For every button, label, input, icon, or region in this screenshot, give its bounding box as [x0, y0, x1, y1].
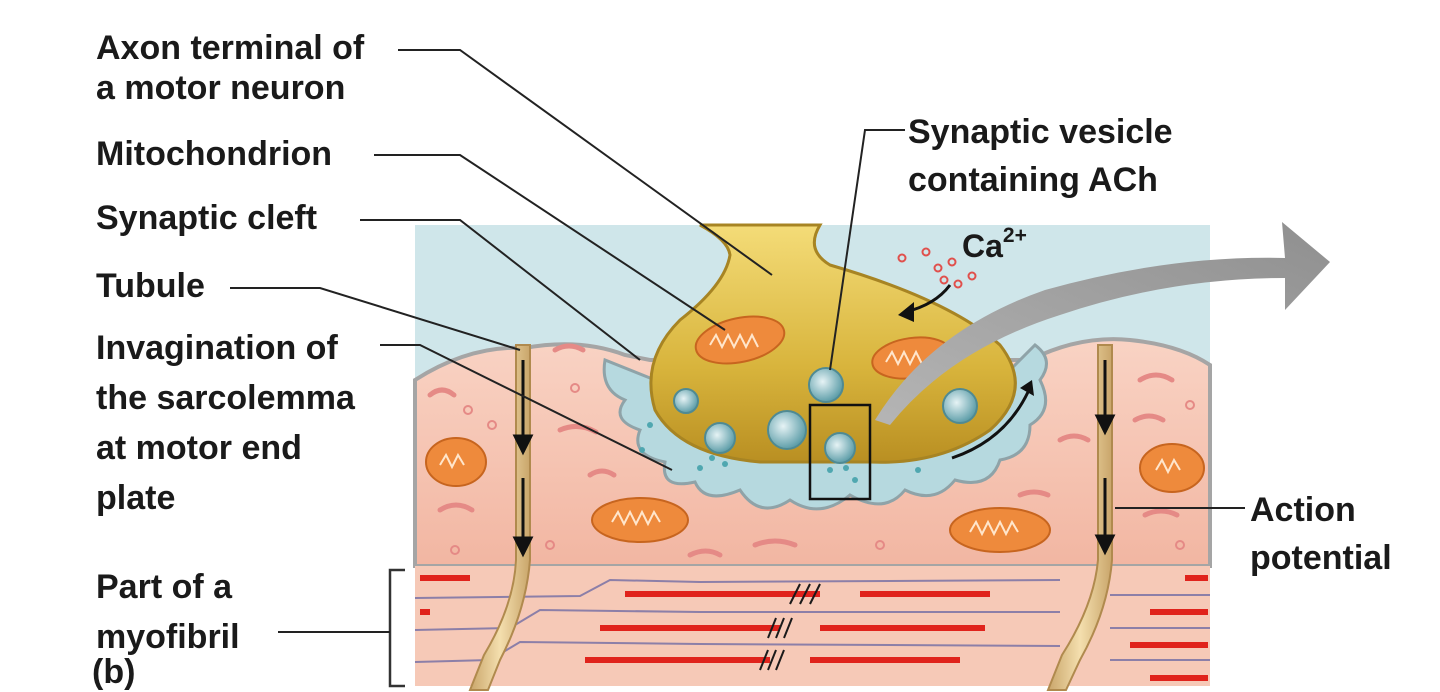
myofibril-bracket	[388, 568, 405, 688]
t-tubule-right	[1046, 344, 1113, 691]
label-mitochondrion: Mitochondrion	[96, 135, 333, 173]
label-synaptic-vesicle-line2: containing ACh	[908, 161, 1158, 199]
label-action-potential: Action potential	[1250, 486, 1392, 582]
action-potential-arrows	[512, 360, 1116, 558]
t-tubule-left	[468, 344, 531, 691]
sarcoplasm-granules	[450, 383, 1195, 555]
label-axon-terminal: Axon terminal of a motor neuron	[96, 28, 364, 108]
label-action-potential-line1: Action	[1250, 491, 1356, 529]
label-invagination-line2: the sarcolemma	[96, 379, 355, 417]
label-synaptic-vesicle-line1: Synaptic vesicle	[908, 113, 1173, 151]
label-tubule: Tubule	[96, 267, 205, 305]
fold-arrow	[951, 391, 1030, 460]
label-synaptic-vesicle: Synaptic vesicle containing ACh	[908, 108, 1173, 204]
label-calcium-charge: 2+	[1002, 224, 1027, 247]
label-invagination-line4: plate	[96, 479, 176, 517]
label-myofibril: Part of a myofibril	[96, 562, 240, 662]
label-calcium-base: Ca	[962, 228, 1003, 264]
label-myofibril-line2: myofibril	[96, 618, 240, 656]
detail-box	[808, 403, 872, 501]
label-invagination-line3: at motor end	[96, 429, 302, 467]
leader-lines	[230, 49, 1245, 633]
action-potential-propagation-arrow	[875, 222, 1330, 425]
label-axon-terminal-line1: Axon terminal of	[96, 29, 365, 67]
label-action-potential-line2: potential	[1250, 539, 1392, 577]
panel-label: (b)	[92, 653, 136, 691]
synaptic-vesicles	[673, 367, 978, 464]
label-calcium: Ca2+	[962, 224, 1027, 265]
label-invagination: Invagination of the sarcolemma at motor …	[96, 323, 355, 523]
label-synaptic-cleft: Synaptic cleft	[96, 199, 318, 237]
label-invagination-line1: Invagination of	[96, 329, 338, 367]
sarcoplasmic-reticulum	[427, 343, 1180, 558]
calcium-ions	[897, 247, 977, 289]
label-myofibril-line1: Part of a	[96, 568, 233, 606]
label-axon-terminal-line2: a motor neuron	[96, 69, 346, 107]
acetylcholine-molecules	[639, 422, 921, 483]
